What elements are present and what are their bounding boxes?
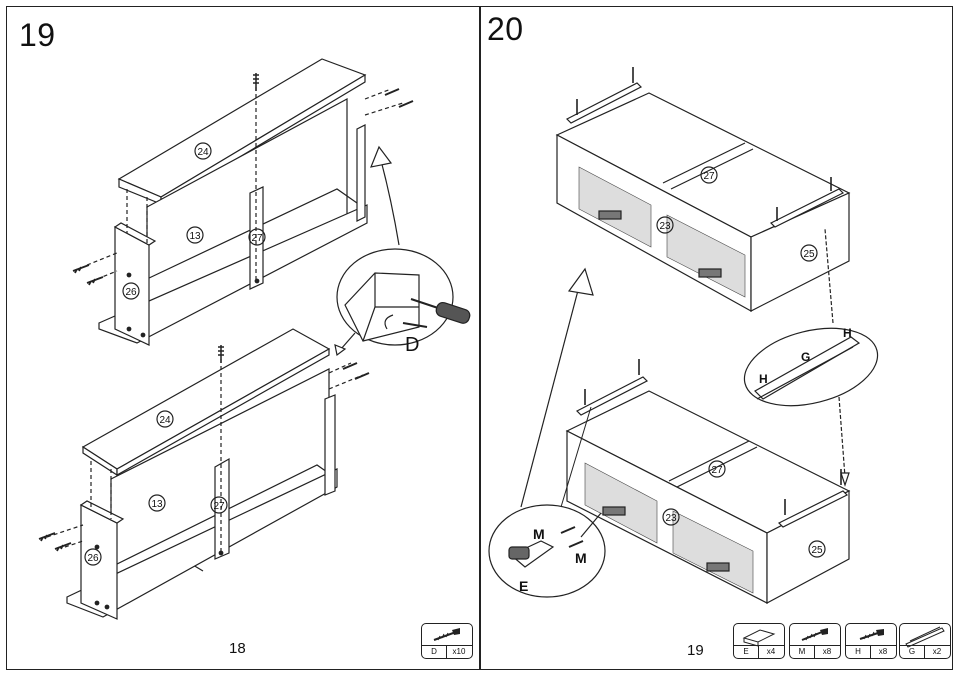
detail-part-label: D (405, 334, 419, 356)
step-number: 19 (19, 17, 56, 53)
part-label-bottom-panel-2: 27 (711, 465, 723, 476)
part-label-back-panel: 13 (189, 231, 201, 242)
hardware-code: G (900, 645, 925, 658)
part-label-side-panel: 25 (803, 249, 815, 260)
hardware-qty: x8 (814, 645, 840, 658)
cabinet-assembly-illustration: 24 13 27 26 D (38, 58, 471, 620)
hardware-qty: x10 (446, 645, 472, 658)
hardware-code: E (734, 645, 759, 658)
slide-label-right-h: H (843, 326, 852, 340)
hardware-box-h: H x8 (845, 623, 897, 659)
handle-label-e: E (519, 578, 528, 594)
hardware-code: H (846, 645, 871, 658)
part-label-top-panel-2: 24 (159, 415, 171, 426)
part-label-front-panel: 23 (659, 221, 671, 232)
handle-label-screw-top: M (533, 526, 545, 542)
hardware-box-d: D x10 (421, 623, 473, 659)
drawer-slide-icon (905, 626, 945, 648)
part-label-bottom-panel: 27 (703, 171, 715, 182)
page-number: 18 (229, 640, 246, 657)
drawer-bottom (565, 359, 851, 605)
hardware-code: M (790, 645, 815, 658)
instruction-page-step-20: 20 27 23 (480, 6, 953, 670)
step-number: 20 (487, 11, 524, 47)
slide-label-left-h: H (759, 372, 768, 386)
slide-label-g: G (801, 350, 810, 364)
screw-icon (801, 628, 828, 641)
hardware-qty: x4 (758, 645, 784, 658)
part-label-side-panel: 26 (125, 287, 137, 298)
part-label-front-panel-2: 23 (665, 513, 677, 524)
cabinet-frame-bottom (38, 328, 370, 620)
instruction-page-step-19: 19 (6, 6, 480, 670)
part-label-back-panel-2: 13 (151, 499, 163, 510)
screw-icon (433, 628, 460, 641)
hardware-code: D (422, 645, 447, 658)
drawer-top (555, 67, 851, 313)
handle-label-screw-bottom: M (575, 550, 587, 566)
part-label-side-panel-2: 26 (87, 553, 99, 564)
drawer-assembly-illustration: 27 23 25 H G H (488, 67, 879, 605)
part-label-top-panel: 24 (197, 147, 209, 158)
hardware-box-m: M x8 (789, 623, 841, 659)
page-number: 19 (687, 642, 704, 659)
part-label-side-panel-2: 25 (811, 545, 823, 556)
hardware-qty: x2 (924, 645, 950, 658)
handle-detail-callout: M M E (488, 504, 606, 598)
part-label-divider-2: 27 (213, 501, 225, 512)
handle-block-icon (742, 629, 776, 647)
screw-icon (859, 629, 884, 640)
screw-detail-callout: D (334, 248, 471, 357)
hardware-box-g: G x2 (899, 623, 951, 659)
part-label-divider: 27 (251, 233, 263, 244)
hardware-box-e: E x4 (733, 623, 785, 659)
cabinet-frame-top (72, 58, 414, 346)
slide-detail-callout: H G H (743, 228, 879, 487)
hardware-qty: x8 (870, 645, 896, 658)
